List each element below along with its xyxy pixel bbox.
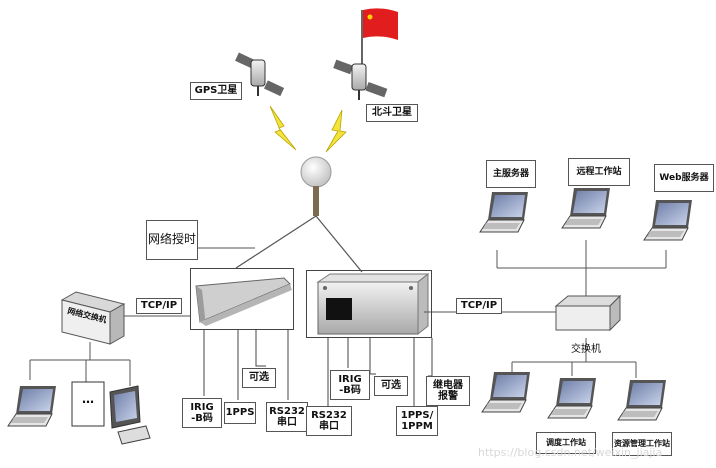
gps-satellite-icon [235, 52, 285, 97]
device-1-frame [190, 268, 294, 330]
device2-rs232-output: RS232 串口 [306, 406, 352, 436]
right-tcpip-label: TCP/IP [456, 298, 502, 314]
right-switch-label: 交换机 [571, 344, 601, 355]
laptop-icon [479, 191, 529, 233]
device1-1pps-output: 1PPS [224, 402, 256, 424]
watermark-text: https://blog.csdn.net/weixin_jiajia [478, 446, 663, 459]
device1-irig-b-output: IRIG -B码 [182, 398, 222, 428]
device1-optional-output: 可选 [242, 368, 276, 388]
lightning-icon [325, 109, 347, 153]
laptop-icon [547, 377, 597, 419]
ellipsis-text: … [82, 392, 94, 406]
laptop-icon [561, 187, 611, 229]
network-switch-icon [60, 291, 126, 345]
network-timing-label: 网络授时 [146, 220, 198, 260]
laptop-icon [643, 199, 693, 241]
laptop-icon [617, 379, 667, 421]
laptop-icon [481, 371, 531, 413]
gps-satellite-label: GPS卫星 [190, 82, 242, 100]
main-server-label: 主服务器 [486, 160, 536, 188]
desktop-monitor-icon [109, 385, 151, 445]
device2-1pps-1ppm-output: 1PPS/ 1PPM [396, 406, 438, 436]
time-server-1u-icon [195, 277, 292, 326]
device2-irig-b-output: IRIG -B码 [330, 370, 370, 400]
flag-icon [361, 8, 398, 68]
web-server-label: Web服务器 [654, 164, 714, 192]
antenna-icon [300, 156, 332, 216]
left-tcpip-label: TCP/IP [136, 298, 182, 314]
device2-relay-alarm-output: 继电器 报警 [426, 376, 470, 406]
remote-workstation-label: 远程工作站 [568, 158, 630, 186]
device2-optional-output: 可选 [374, 376, 408, 396]
beidou-satellite-icon [333, 59, 388, 100]
placeholder-device-box [71, 381, 105, 427]
dispatch-workstation-label: 调度工作站 [536, 432, 596, 454]
device1-rs232-output: RS232 串口 [266, 402, 308, 432]
time-server-4u-icon [316, 272, 430, 336]
lightning-icon [269, 105, 297, 151]
beidou-satellite-label: 北斗卫星 [366, 104, 418, 122]
laptop-icon [7, 385, 57, 427]
network-switch-icon [554, 294, 622, 332]
resource-workstation-label: 资源管理工作站 [612, 432, 672, 456]
device-2-frame [306, 270, 432, 338]
